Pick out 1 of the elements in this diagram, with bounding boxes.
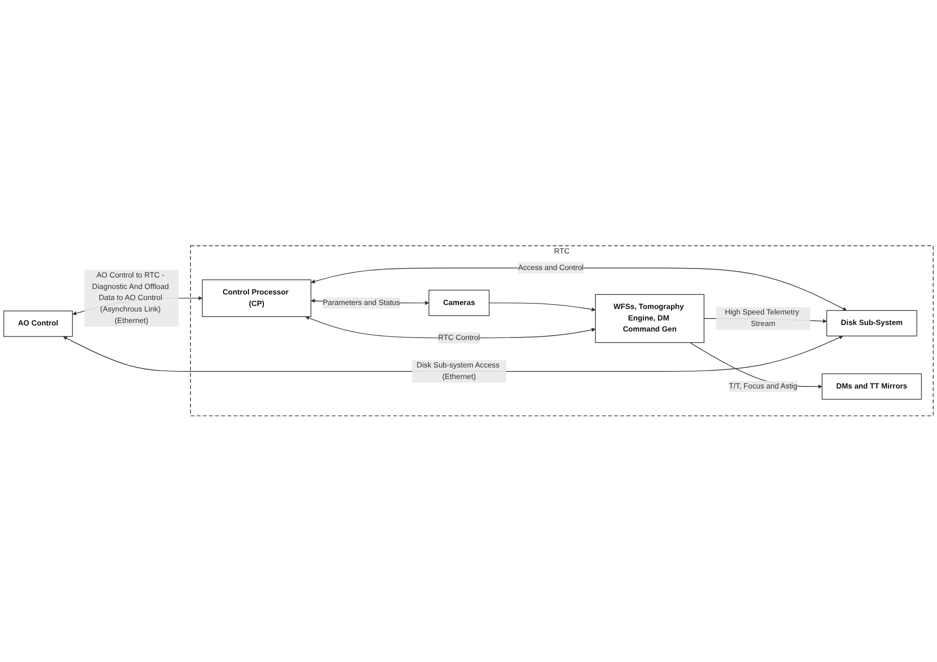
- arrow: [488, 302, 596, 312]
